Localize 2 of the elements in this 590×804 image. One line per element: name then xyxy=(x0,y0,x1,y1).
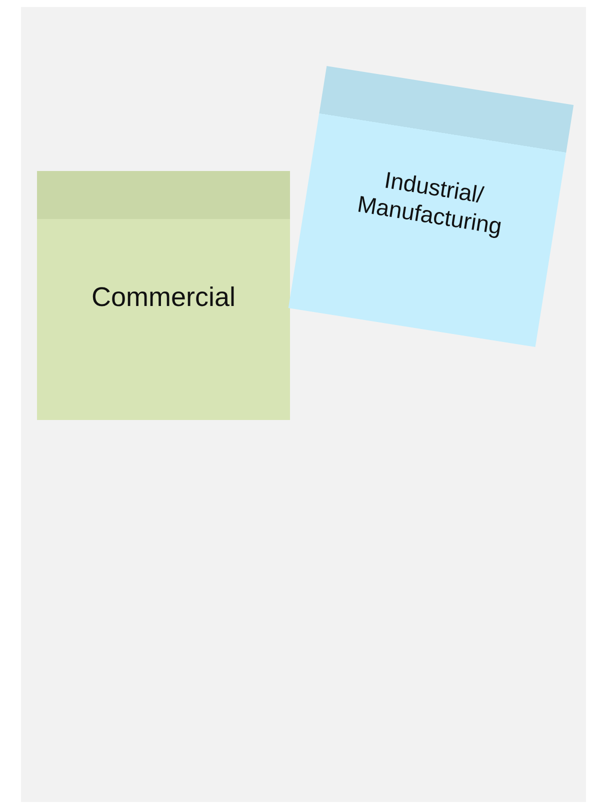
sticky-note xyxy=(37,171,290,420)
note-text: Commercial xyxy=(90,281,237,314)
